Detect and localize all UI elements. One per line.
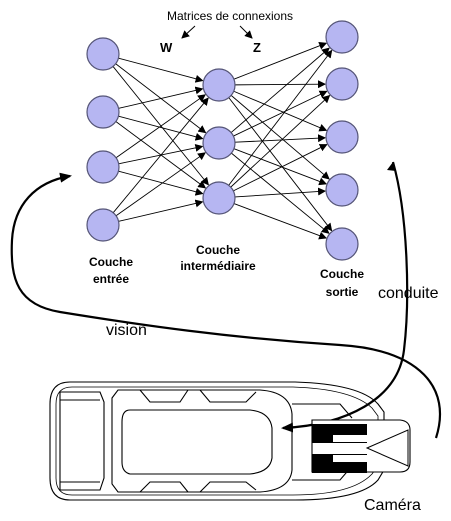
hidden-neuron-3 [202,181,236,215]
car-window-right-1 [139,481,189,493]
output-neuron-4 [325,173,359,207]
output-neuron-2 [325,67,359,101]
output-layer-label-line1: Couche [320,267,364,281]
w-connection-1-1 [118,115,204,141]
z-connection-2-3 [234,187,327,198]
z-connection-0-3 [230,95,330,180]
car-windshield-top [292,403,353,419]
vision-label: vision [106,322,147,339]
matrix-title: Matrices de connexions [167,9,293,23]
car-body-outline [49,381,385,501]
z-connection-1-0 [230,47,330,133]
z-connection-2-4 [233,203,328,240]
car-roof [111,389,293,493]
matrix-w-pointer [181,25,196,39]
conduite-label: conduite [378,285,439,302]
hidden-layer-label-line2: intermédiaire [180,259,256,273]
w-connection-3-0 [112,97,209,213]
hidden-layer-label-line1: Couche [196,243,240,257]
output-neuron-3 [325,120,359,154]
w-connection-3-1 [115,152,206,217]
car-rear [59,391,105,491]
output-neuron-5 [325,227,359,261]
output-neuron-1 [325,20,359,54]
car-cabin [121,409,273,475]
z-connection-1-2 [234,134,327,143]
z-connection-0-2 [233,90,328,132]
matrix-z-pointer [239,25,253,39]
camera-field-of-view [365,429,409,467]
camera-slot-lower [333,455,367,462]
z-connection-1-1 [233,90,328,137]
input-neuron-2 [86,95,120,129]
z-connection-0-1 [234,80,327,89]
z-connection-0-0 [233,41,328,80]
connection-lines [112,41,333,240]
car-window-left-1 [139,389,189,403]
output-layer-label-line2: sortie [326,285,359,299]
vision-arrow [10,172,442,439]
z-connection-1-4 [231,152,330,234]
car-body-inner [55,386,379,496]
matrix-z-label: Z [253,40,261,55]
w-connection-2-0 [115,94,206,159]
w-connection-0-2 [112,66,209,186]
conduite-arrow [281,161,409,433]
neurons [86,20,359,261]
camera-label: Caméra [364,497,421,514]
hidden-neuron-2 [202,126,236,160]
z-connection-2-2 [233,144,328,192]
z-connection-1-3 [233,148,328,186]
input-layer-label-line1: Couche [89,255,133,269]
input-layer-label-line2: entrée [93,272,129,286]
camera-slot-upper [333,435,367,442]
car-window-left-2 [199,389,257,403]
input-neuron-3 [86,150,120,184]
hidden-neuron-1 [202,68,236,102]
z-connection-2-0 [228,49,333,186]
input-neuron-4 [86,208,120,242]
conduite-arrow-tail-head [387,162,396,171]
car-window-right-2 [199,481,257,493]
z-connection-2-1 [230,94,331,188]
w-connection-1-0 [118,86,204,109]
input-neuron-1 [86,37,120,71]
w-connection-2-2 [118,170,204,196]
w-connection-0-0 [118,57,204,83]
camera-icon [312,424,409,473]
w-connection-3-2 [118,199,204,222]
matrix-w-label: W [160,40,173,55]
